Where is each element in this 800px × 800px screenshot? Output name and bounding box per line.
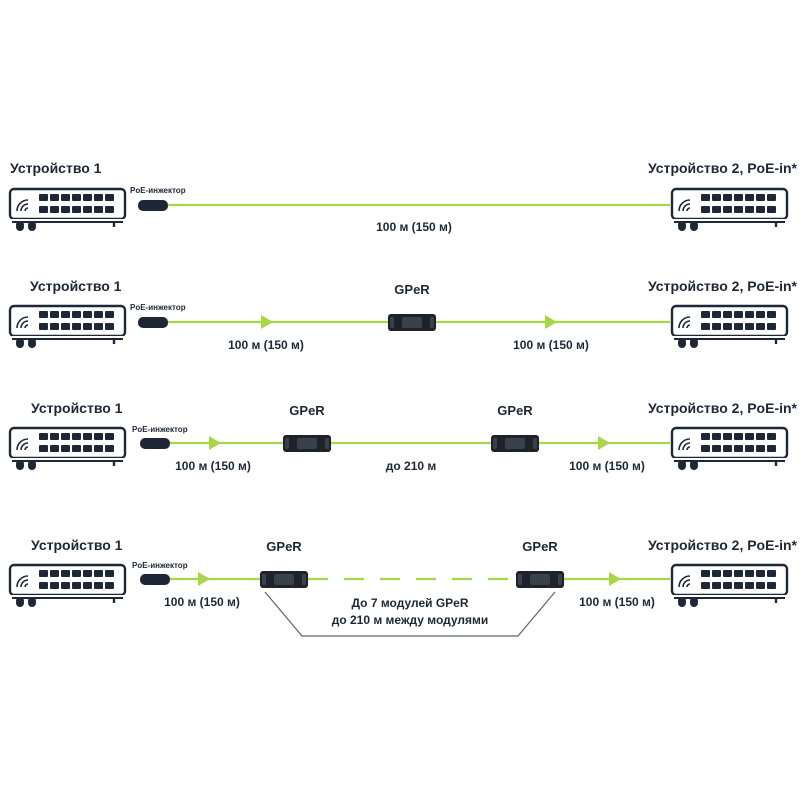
distance-label: 100 м (150 м) [579, 595, 655, 609]
arrow-right-icon [609, 572, 621, 586]
poe-injector-label: PoE-инжектор [132, 561, 188, 570]
arrow-right-icon [209, 436, 221, 450]
device2-label: Устройство 2, PoE-in* [647, 278, 797, 294]
distance-label: 100 м (150 м) [164, 595, 240, 609]
distance-210-label: до 210 м [385, 459, 437, 473]
gper-label: GPeR [522, 539, 558, 554]
device2-switch-icon [668, 304, 791, 350]
row-3 [6, 426, 791, 472]
distance-label: 100 м (150 м) [376, 220, 452, 234]
arrow-right-icon [261, 315, 273, 329]
gper-label: GPeR [266, 539, 302, 554]
device1-label: Устройство 1 [31, 400, 123, 416]
note-line-2: до 210 м между модулями [331, 613, 489, 627]
note-line-1: До 7 модулей GPeR [351, 596, 469, 610]
gper-module-icon [388, 314, 436, 331]
device1-switch-icon [6, 563, 129, 609]
distance-label: 100 м (150 м) [228, 338, 304, 352]
gper-module-icon [260, 571, 308, 588]
poe-injector-label: PoE-инжектор [132, 425, 188, 434]
device2-switch-icon [668, 187, 791, 233]
gper-module-icon [491, 435, 539, 452]
device2-switch-icon [668, 426, 791, 472]
arrow-right-icon [545, 315, 557, 329]
gper-module-icon [516, 571, 564, 588]
device1-switch-icon [6, 187, 129, 233]
device2-label: Устройство 2, PoE-in* [647, 400, 797, 416]
poe-injector-label: PoE-инжектор [130, 303, 186, 312]
distance-label: 100 м (150 м) [569, 459, 645, 473]
device2-label: Устройство 2, PoE-in* [647, 160, 797, 176]
arrow-right-icon [198, 572, 210, 586]
device2-switch-icon [668, 563, 791, 609]
distance-label: 100 м (150 м) [175, 459, 251, 473]
gper-label: GPeR [289, 403, 325, 418]
distance-label: 100 м (150 м) [513, 338, 589, 352]
row-4 [6, 563, 791, 637]
device1-switch-icon [6, 426, 129, 472]
device1-label: Устройство 1 [30, 278, 122, 294]
gper-label: GPeR [497, 403, 533, 418]
device2-label: Устройство 2, PoE-in* [647, 537, 797, 553]
poe-injector-icon [140, 574, 170, 585]
device1-switch-icon [6, 304, 129, 350]
arrow-right-icon [598, 436, 610, 450]
row-1 [6, 187, 791, 233]
device1-label: Устройство 1 [31, 537, 123, 553]
gper-module-icon [283, 435, 331, 452]
poe-injector-icon [138, 200, 168, 211]
device1-label: Устройство 1 [10, 160, 102, 176]
module-bracket [264, 591, 556, 637]
row-2 [6, 304, 791, 350]
poe-injector-label: PoE-инжектор [130, 186, 186, 195]
poe-injector-icon [138, 317, 168, 328]
poe-injector-icon [140, 438, 170, 449]
gper-label: GPeR [394, 282, 430, 297]
